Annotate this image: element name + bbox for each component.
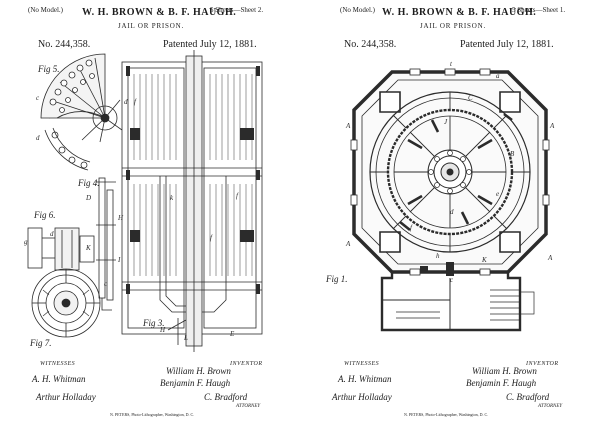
svg-text:A: A bbox=[547, 254, 553, 262]
fig3-cylinder-drawing bbox=[121, 50, 263, 352]
svg-text:a: a bbox=[496, 72, 500, 80]
fig7-ring-drawing bbox=[31, 268, 101, 338]
svg-text:t: t bbox=[450, 60, 453, 68]
central-core bbox=[427, 149, 473, 195]
inventor-heading: INVENTOR bbox=[526, 361, 559, 367]
svg-text:e: e bbox=[496, 190, 499, 198]
svg-text:C: C bbox=[468, 94, 473, 102]
svg-text:d: d bbox=[450, 208, 454, 216]
inventor-signature: Benjamin F. Haugh bbox=[466, 378, 537, 388]
witness-signature: Arthur Holladay bbox=[36, 392, 96, 402]
sheet-info: 5 Sheets—Sheet 1. bbox=[512, 6, 566, 14]
figure-label: Fig 5. bbox=[38, 64, 60, 74]
patent-date: Patented July 12, 1881. bbox=[163, 39, 257, 50]
inventor-signature: William H. Brown bbox=[472, 366, 537, 376]
fig6-rod-drawing bbox=[96, 177, 116, 311]
witnesses-heading: WITNESSES bbox=[40, 361, 76, 367]
model-note: (No Model.) bbox=[340, 6, 375, 14]
annex-building bbox=[380, 272, 522, 332]
patent-number: No. 244,358. bbox=[38, 39, 91, 50]
svg-text:f: f bbox=[410, 224, 413, 232]
figure-label: Fig 1. bbox=[326, 274, 348, 284]
inventors-header: W. H. BROWN & B. F. HAUGH. bbox=[82, 7, 237, 18]
svg-text:f: f bbox=[236, 192, 239, 200]
svg-text:H: H bbox=[159, 326, 166, 334]
svg-text:J: J bbox=[444, 118, 448, 126]
svg-text:k: k bbox=[170, 194, 174, 202]
svg-text:f: f bbox=[134, 98, 137, 106]
svg-text:L: L bbox=[183, 334, 188, 342]
figure-label: Fig 3. bbox=[143, 318, 165, 328]
svg-text:c: c bbox=[104, 280, 108, 288]
floor-plan-drawing: A A A A t a C B e f Jd Kh c bbox=[345, 60, 555, 332]
inventor-signature: Benjamin F. Haugh bbox=[160, 378, 231, 388]
patent-sheet-1: (No Model.) 5 Sheets—Sheet 1. W. H. BROW… bbox=[300, 0, 600, 428]
witness-signature: A. H. Whitman bbox=[338, 374, 392, 384]
svg-text:A: A bbox=[345, 122, 351, 130]
inventor-signature: William H. Brown bbox=[166, 366, 231, 376]
witness-signature: Arthur Holladay bbox=[332, 392, 392, 402]
svg-text:d: d bbox=[36, 134, 40, 142]
patent-title: JAIL OR PRISON. bbox=[420, 22, 486, 30]
witnesses-heading: WITNESSES bbox=[344, 361, 380, 367]
svg-text:K: K bbox=[85, 244, 91, 252]
mechanical-drawing: c d d D H I gKd c f f f kL H E bbox=[24, 50, 263, 352]
svg-text:g: g bbox=[24, 238, 28, 246]
patent-sheet-2: (No Model.) 5 Sheets—Sheet 2. W. H. BROW… bbox=[24, 6, 264, 417]
attorney-label: ATTORNEY bbox=[236, 404, 261, 409]
svg-text:c: c bbox=[450, 276, 454, 284]
model-note: (No Model.) bbox=[28, 6, 63, 14]
inventor-heading: INVENTOR bbox=[230, 361, 263, 367]
fine-print: N. PETERS, Photo-Lithographer, Washingto… bbox=[404, 412, 489, 417]
inventors-header: W. H. BROWN & B. F. HAUGH. bbox=[382, 7, 537, 18]
fig4-bracket-drawing bbox=[27, 227, 95, 271]
svg-text:A: A bbox=[549, 122, 555, 130]
patent-date: Patented July 12, 1881. bbox=[460, 39, 554, 50]
svg-text:h: h bbox=[436, 252, 440, 260]
witness-signature: A. H. Whitman bbox=[32, 374, 86, 384]
svg-text:I: I bbox=[117, 256, 121, 264]
patent-number: No. 244,358. bbox=[344, 39, 397, 50]
figure-label: Fig 6. bbox=[34, 210, 56, 220]
svg-text:B: B bbox=[510, 150, 515, 158]
fine-print: N. PETERS, Photo-Lithographer, Washingto… bbox=[110, 412, 195, 417]
svg-text:H: H bbox=[117, 214, 124, 222]
svg-text:d: d bbox=[124, 98, 128, 106]
svg-text:d: d bbox=[50, 230, 54, 238]
fig5-gear-drawing bbox=[40, 53, 123, 143]
svg-text:K: K bbox=[481, 256, 487, 264]
svg-text:f: f bbox=[210, 234, 213, 242]
figure-label: Fig 4. bbox=[78, 178, 100, 188]
attorney-signature: C. Bradford bbox=[204, 392, 248, 402]
svg-text:c: c bbox=[36, 94, 40, 102]
sheet-info: 5 Sheets—Sheet 2. bbox=[210, 6, 264, 14]
svg-text:A: A bbox=[345, 240, 351, 248]
attorney-label: ATTORNEY bbox=[538, 404, 563, 409]
attorney-signature: C. Bradford bbox=[506, 392, 550, 402]
svg-text:E: E bbox=[229, 330, 235, 338]
figure-label: Fig 7. bbox=[30, 338, 52, 348]
patent-title: JAIL OR PRISON. bbox=[118, 22, 184, 30]
svg-text:D: D bbox=[85, 194, 91, 202]
